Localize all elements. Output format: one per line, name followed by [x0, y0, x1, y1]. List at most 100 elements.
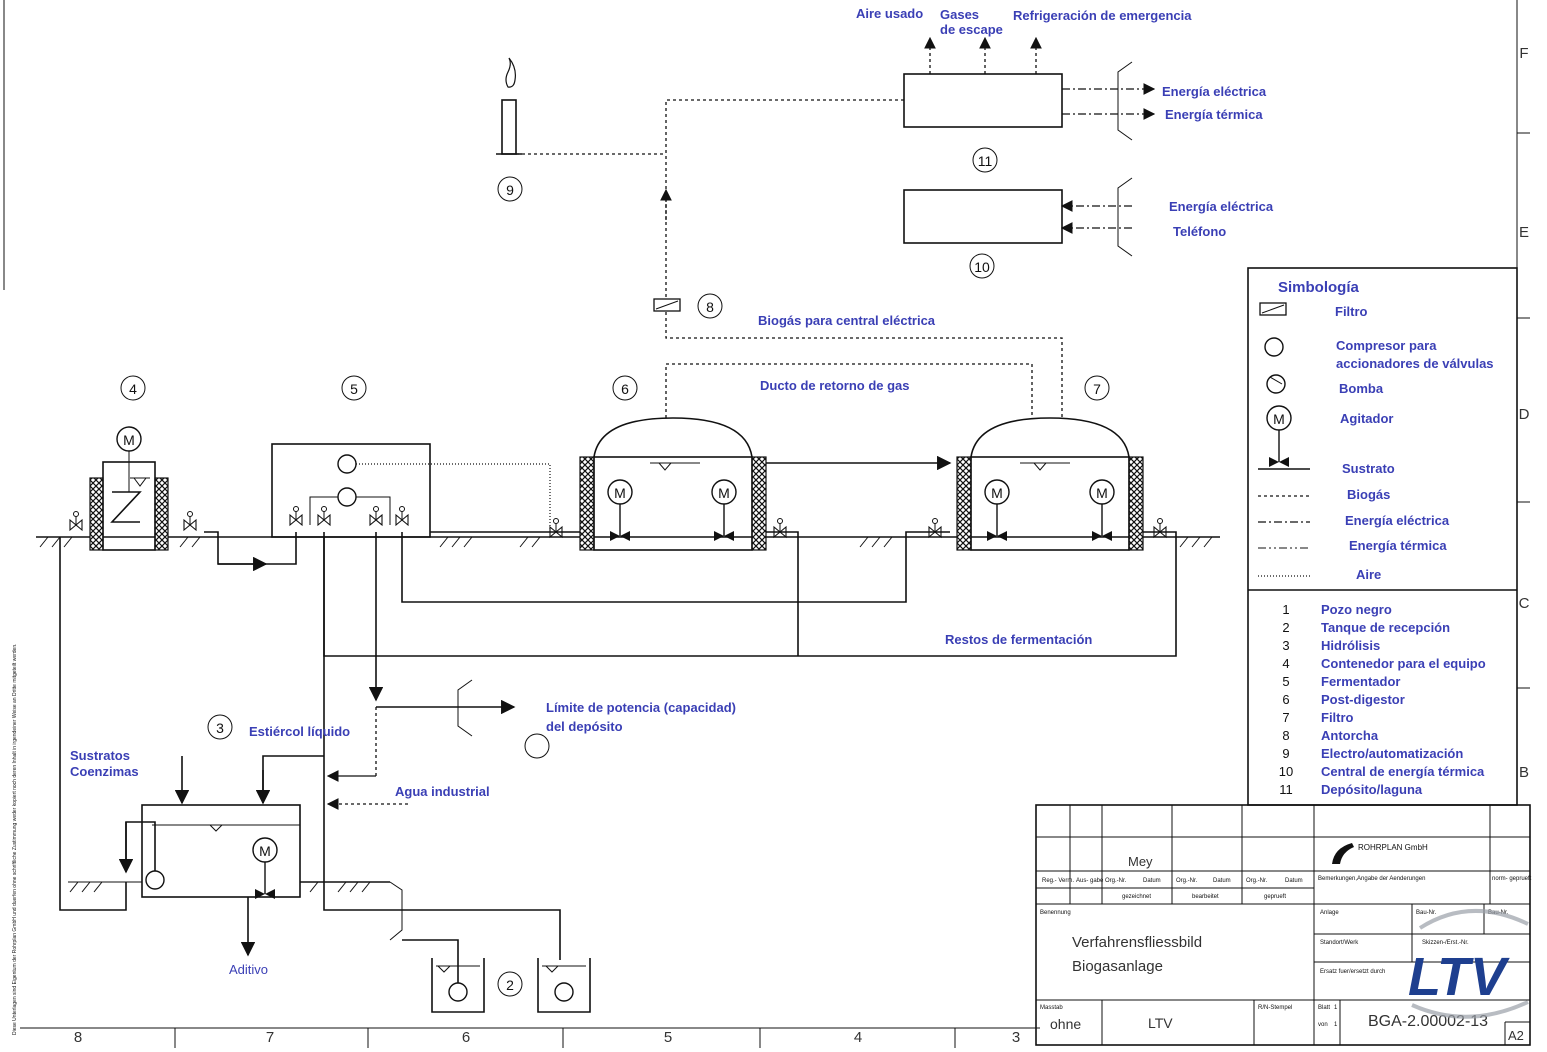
grid-col-6: 6	[462, 1029, 470, 1046]
grid-col-5: 5	[664, 1029, 672, 1046]
postdig-motor-1-m: M	[991, 485, 1003, 501]
tb-norm: norm- geprueft	[1492, 876, 1532, 882]
compressor-symbol	[1264, 337, 1284, 357]
legend-item-label: Hidrólisis	[1321, 638, 1380, 653]
grid-col-3: 3	[1012, 1029, 1020, 1046]
container-to-postdig-pipe	[401, 531, 950, 603]
container-valve-3	[369, 505, 383, 526]
pump-symbol	[1266, 374, 1286, 394]
tb-datum-2: Datum	[1213, 878, 1231, 884]
capacity-label-2: del depósito	[546, 719, 623, 734]
drawn-by-name: Mey	[1128, 854, 1153, 869]
tb-benennung: Benennung	[1040, 910, 1071, 916]
valve-compressor	[337, 454, 357, 474]
tb-datum-1: Datum	[1143, 878, 1161, 884]
industrial-water-label: Agua industrial	[395, 784, 490, 799]
control-cabinet-box	[903, 189, 1063, 244]
legend-item-number: 8	[1282, 728, 1289, 743]
label-4: 5	[350, 381, 358, 397]
legend-item-label: Antorcha	[1321, 728, 1379, 743]
tb-org-nr-3: Org.-Nr.	[1246, 878, 1268, 884]
label-3-circle	[120, 375, 146, 401]
pit-boundary	[389, 881, 403, 941]
legend-item-number: 5	[1282, 674, 1289, 689]
legend-item-label: Post-digestor	[1321, 692, 1405, 707]
label-1: 2	[506, 977, 514, 993]
postdig-inlet-valve	[928, 517, 942, 538]
substrates-label-1: Sustratos	[70, 748, 130, 763]
label-4-circle	[341, 375, 367, 401]
biogas-main-line	[665, 99, 1063, 418]
label-9: 10	[974, 259, 990, 275]
drawing-title-1: Verfahrensfliessbild	[1072, 934, 1202, 951]
flare-torch	[496, 57, 522, 155]
cesspit-1	[402, 939, 485, 1013]
tb-datum-3: Datum	[1285, 878, 1303, 884]
tb-gezeichnet: gezeichnet	[1122, 894, 1151, 900]
legend-item-label: Contenedor para el equipo	[1321, 656, 1486, 671]
container-valve-4	[395, 505, 409, 526]
equipment-container	[271, 443, 431, 538]
tb-bemerkungen: Bemerkungen,Angabe der Aenderungen	[1318, 876, 1425, 882]
label-3: 4	[129, 381, 137, 397]
manure-dashed-line	[330, 707, 377, 777]
tb-anlage: Anlage	[1320, 910, 1339, 916]
control-phone-label: Teléfono	[1173, 224, 1226, 239]
filter-symbol	[1259, 302, 1287, 316]
fermenter-motor-2-m: M	[718, 485, 730, 501]
grid-col-8: 8	[74, 1029, 82, 1046]
legend-item-number: 2	[1282, 620, 1289, 635]
label-2-circle	[207, 714, 233, 740]
emergency-cooling-label: Refrigeración de emergencia	[1013, 8, 1192, 23]
capacity-label-1: Límite de potencia (capacidad)	[546, 700, 736, 715]
grid-col-4: 4	[854, 1029, 862, 1046]
manure-pipe	[262, 755, 324, 803]
label-5-circle	[612, 375, 638, 401]
grid-row-d: D	[1519, 406, 1530, 423]
tb-author: LTV	[1148, 1015, 1173, 1031]
legend-item-number: 3	[1282, 638, 1289, 653]
exhaust-gas-label-1: Gases	[940, 7, 979, 22]
hydrolysis-motor-m: M	[123, 432, 135, 448]
fermenter-motor-1-m: M	[614, 485, 626, 501]
legend-item-number: 7	[1282, 710, 1289, 725]
label-7-circle	[697, 293, 723, 319]
legend-symbol-label-9: Aire	[1356, 567, 1381, 582]
substrates-label-2: Coenzimas	[70, 764, 139, 779]
fermenter-outlet-pipe	[766, 531, 799, 656]
ltv-logo: LTV	[1408, 908, 1529, 1019]
legend-symbol-label-4: Agitador	[1340, 411, 1393, 426]
reception-suction	[125, 821, 156, 871]
tb-ersatz: Ersatz fuer/ersetzt durch	[1320, 969, 1385, 975]
tb-von: von	[1318, 1022, 1328, 1028]
drawing-title-2: Biogasanlage	[1072, 958, 1163, 975]
chp-thermal-label: Energía térmica	[1165, 107, 1263, 122]
legend-motor-m: M	[1273, 411, 1285, 427]
hydrolysis-inlet-valve	[69, 510, 83, 531]
fermenter-inlet-valve	[549, 517, 563, 538]
grid-ticks	[174, 132, 1530, 1048]
grid-row-b: B	[1519, 764, 1529, 781]
filter-7	[653, 298, 681, 312]
container-valve-2	[317, 505, 331, 526]
grid-row-f: F	[1519, 45, 1528, 62]
tb-geprueft: geprueft	[1264, 894, 1286, 900]
additive-label: Aditivo	[229, 962, 268, 977]
reception-level-mark	[208, 824, 224, 832]
air-line	[356, 463, 551, 530]
legend-symbol-label-5: Sustrato	[1342, 461, 1395, 476]
legend-item-label: Electro/automatización	[1321, 746, 1463, 761]
legend-symbol-label-7: Energía eléctrica	[1345, 513, 1450, 528]
legend-symbol-label-1: Filtro	[1335, 304, 1368, 319]
label-10: 11	[978, 153, 993, 169]
cesspit-2	[537, 958, 591, 1013]
legend-item-label: Central de energía térmica	[1321, 764, 1485, 779]
legend-symbol-label-6: Biogás	[1347, 487, 1390, 502]
tb-sheets: 1	[1334, 1022, 1338, 1028]
tb-bearbeitet: bearbeitet	[1192, 894, 1219, 900]
reception-motor-m: M	[259, 843, 271, 859]
reception-ground-hatch	[68, 881, 371, 893]
fermenter-outlet-valve	[773, 517, 787, 538]
tb-org-nr-1: Org.-Nr.	[1105, 878, 1127, 884]
paper-format: A2	[1508, 1028, 1524, 1043]
